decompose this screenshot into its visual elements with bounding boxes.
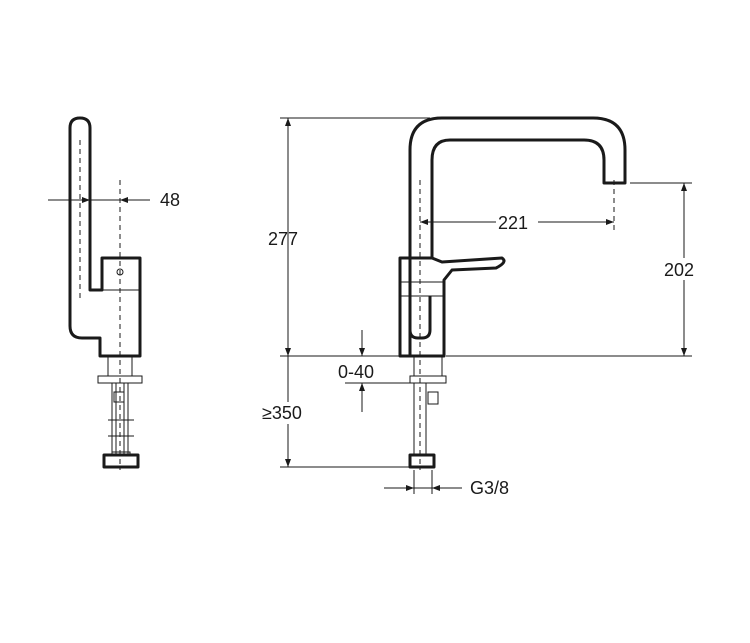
- dim-hose-length-label: ≥350: [262, 403, 302, 423]
- dim-spout-reach-label: 221: [498, 213, 528, 233]
- side-view: [48, 116, 150, 470]
- dim-connection-label: G3/8: [470, 478, 509, 498]
- dim-spout-height-label: 202: [664, 260, 694, 280]
- dim-side-offset-label: 48: [160, 190, 180, 210]
- front-view-body-outline: [398, 256, 506, 358]
- dim-connection: [384, 470, 462, 494]
- side-view-body-outline: [68, 116, 142, 358]
- dim-total-height: [280, 117, 430, 357]
- dim-total-height-label: 277: [268, 229, 298, 249]
- front-view: [398, 116, 627, 470]
- dim-deck-thickness-label: 0-40: [338, 362, 374, 382]
- spout-outline: [408, 116, 627, 356]
- dim-deck-thickness: [345, 330, 410, 412]
